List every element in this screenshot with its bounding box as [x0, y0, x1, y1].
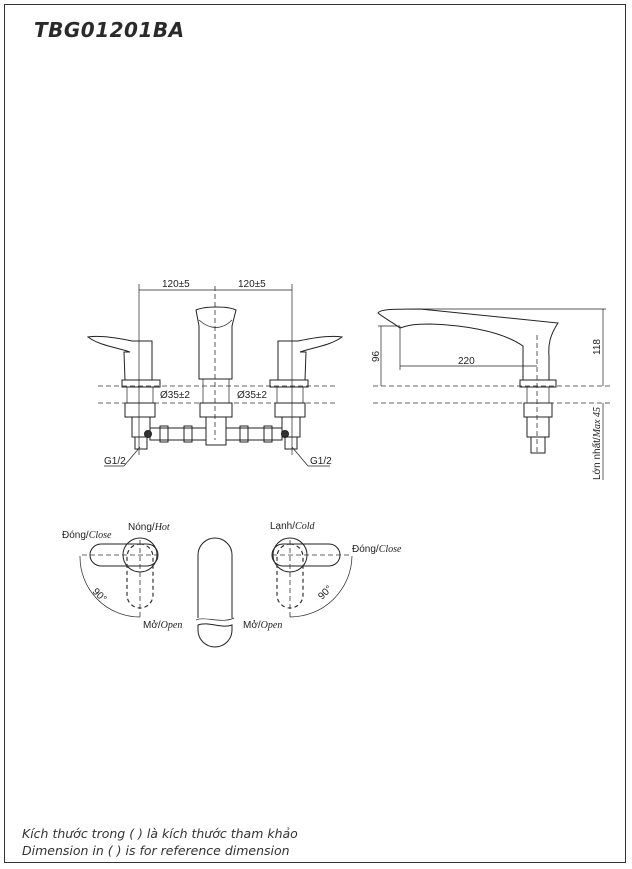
dim-total-height: 118 [592, 339, 603, 355]
left-angle: 90° [90, 586, 108, 604]
note-vietnamese: Kích thước trong ( ) là kích thước tham … [22, 826, 298, 841]
front-spout [195, 306, 237, 446]
front-view: 120±5 120±5 [86, 279, 344, 467]
dim-right-spacing: 120±5 [238, 279, 266, 290]
dia-left: Ø35±2 [160, 390, 190, 401]
left-open-label: Mở/Open [143, 619, 182, 631]
thread-left: G1/2 [104, 456, 126, 467]
side-view: 96 220 118 Lớn nhất/Max 45 [371, 308, 610, 480]
left-handle [86, 335, 161, 450]
right-angle: 90° [316, 584, 334, 602]
cold-label: Lạnh/Cold [270, 521, 315, 532]
dim-reach: 220 [458, 356, 475, 367]
thread-right: G1/2 [310, 456, 332, 467]
hot-label: Nóng/Hot [128, 522, 170, 533]
drawing-frame [4, 4, 626, 863]
dim-spout-height: 96 [371, 350, 382, 362]
left-close-label: Đóng/Close [62, 530, 112, 541]
top-view: 90° Đóng/Close Nóng/Hot Mở/Open Mở/Open … [62, 521, 402, 648]
note-english: Dimension in ( ) is for reference dimens… [22, 843, 290, 858]
center-open-label: Mở/Open [243, 619, 282, 631]
right-close-label: Đóng/Close [352, 544, 402, 555]
dim-left-spacing: 120±5 [162, 279, 190, 290]
dim-max-thickness: Lớn nhất/Max 45 [591, 407, 603, 480]
model-title: TBG01201BA [34, 18, 185, 42]
dia-right: Ø35±2 [237, 390, 267, 401]
right-handle [269, 335, 344, 450]
connecting-pipes [144, 425, 289, 443]
